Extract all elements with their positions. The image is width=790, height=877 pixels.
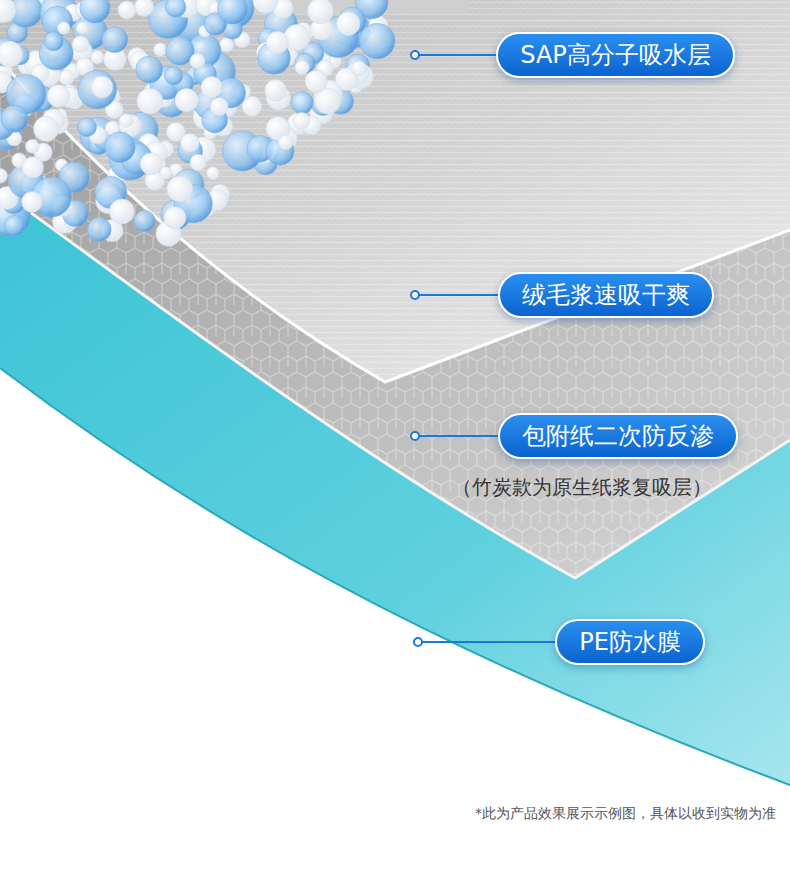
sap-bead	[337, 12, 360, 35]
sap-bead	[42, 6, 72, 36]
sap-bead	[265, 80, 287, 102]
sap-bead	[22, 192, 43, 213]
sap-bead	[201, 77, 222, 98]
callout-text: 包附纸二次防反渗	[522, 424, 714, 448]
sap-bead	[72, 36, 89, 53]
callout-text: PE防水膜	[579, 630, 681, 654]
sap-bead	[1, 105, 28, 132]
leader-dot	[411, 291, 419, 299]
sap-bead	[154, 43, 167, 56]
sap-bead	[167, 176, 193, 202]
note-text: （竹炭款为原生纸浆复吸层）	[452, 474, 712, 501]
callout-pill: PE防水膜	[555, 619, 705, 665]
leaders	[411, 51, 555, 646]
leader-line	[415, 435, 498, 437]
sap-bead	[360, 23, 395, 58]
leader-line	[415, 294, 498, 296]
sap-bead	[293, 113, 310, 130]
sap-bead	[175, 89, 198, 112]
sap-beads	[0, 0, 395, 246]
sap-bead	[119, 114, 133, 128]
sap-bead	[295, 60, 309, 74]
sap-bead	[135, 0, 154, 16]
sap-bead	[352, 61, 367, 76]
sap-bead	[57, 22, 70, 35]
callout-pill: SAP高分子吸水层	[496, 32, 735, 78]
hex-texture	[0, 0, 790, 578]
sap-bead	[137, 88, 163, 114]
sap-bead	[175, 88, 199, 112]
sap-bead	[88, 218, 112, 242]
sap-bead	[207, 167, 220, 180]
sap-bead	[105, 132, 135, 162]
sap-bead	[136, 56, 163, 83]
sap-bead	[59, 70, 74, 85]
sap-bead	[160, 167, 172, 179]
fluff-layer	[0, 0, 790, 382]
sap-bead	[140, 153, 162, 175]
hex-paper	[0, 0, 790, 578]
sap-bead	[190, 53, 205, 68]
sap-bead	[278, 135, 293, 150]
sap-bead	[118, 1, 136, 19]
sap-bead	[134, 210, 155, 231]
sap-bead	[109, 199, 134, 224]
sap-bead	[22, 157, 43, 178]
sap-bead	[34, 116, 59, 141]
sap-bead	[190, 154, 206, 170]
sap-bead	[0, 0, 16, 23]
callout-pill: 包附纸二次防反渗	[498, 413, 738, 459]
sap-bead	[166, 0, 186, 17]
fluff-edge	[0, 60, 790, 382]
sap-bead	[165, 67, 183, 85]
sap-bead	[44, 32, 63, 51]
sap-bead	[47, 85, 70, 108]
callout-text: SAP高分子吸水层	[520, 43, 711, 67]
leader-dot	[411, 432, 419, 440]
fluff-texture	[0, 0, 790, 382]
sap-bead	[78, 118, 97, 137]
sap-bead	[0, 169, 7, 184]
sap-bead	[181, 133, 200, 152]
sap-bead	[295, 53, 315, 73]
leader-line	[415, 54, 496, 56]
sap-bead	[305, 70, 327, 92]
sap-bead	[218, 0, 248, 24]
leader-dot	[414, 638, 422, 646]
sap-bead	[210, 98, 228, 116]
sap-bead	[78, 70, 116, 108]
sap-bead	[0, 41, 23, 67]
sap-bead	[291, 92, 313, 114]
callout-text: 绒毛浆速吸干爽	[522, 283, 690, 307]
callout-pill: 绒毛浆速吸干爽	[498, 272, 714, 318]
sap-bead	[164, 207, 186, 229]
sap-bead	[308, 0, 334, 24]
sap-bead	[91, 51, 104, 64]
sap-bead	[253, 0, 278, 13]
sap-bead	[26, 140, 40, 154]
sap-bead	[4, 215, 25, 236]
sap-bead	[266, 31, 288, 53]
sap-bead	[76, 22, 88, 34]
leader-dot	[411, 51, 419, 59]
footnote: *此为产品效果展示示例图，具体以收到实物为准	[475, 805, 776, 823]
sap-bead	[91, 76, 113, 98]
sap-bead	[102, 27, 128, 53]
sap-bead	[80, 0, 110, 23]
leader-line	[418, 641, 555, 643]
sap-bead	[219, 38, 233, 52]
